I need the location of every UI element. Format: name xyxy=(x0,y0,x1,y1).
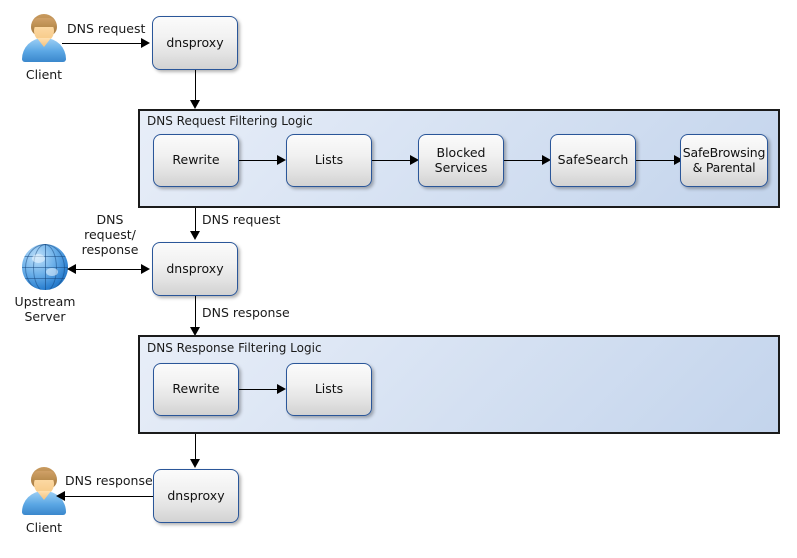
edge-dnsproxy-to-client-arrowhead xyxy=(56,491,65,501)
edge-dnsproxy-to-request-group-line xyxy=(195,70,196,102)
stage-rewrite-request-label: Rewrite xyxy=(172,152,220,168)
stage-safesearch[interactable]: SafeSearch xyxy=(550,134,636,187)
person-collar xyxy=(37,38,51,47)
edge-client-to-dnsproxy-arrowhead xyxy=(141,38,150,48)
edge-label-upstream-line1: DNS xyxy=(96,212,124,227)
edge-upstream-arrowhead-left xyxy=(67,264,76,274)
globe-parallel-north xyxy=(22,256,68,257)
node-dnsproxy-middle[interactable]: dnsproxy xyxy=(152,242,238,296)
globe-icon xyxy=(22,244,68,290)
stage-blocked-services-label-line1: Blocked xyxy=(436,145,486,161)
group-response-filtering xyxy=(138,335,780,434)
client-bottom-label: Client xyxy=(25,520,63,535)
edge-dnsproxy-to-response-group-line xyxy=(195,296,196,329)
group-request-filtering-title: DNS Request Filtering Logic xyxy=(147,114,313,128)
node-dnsproxy-bottom[interactable]: dnsproxy xyxy=(153,469,239,523)
edge-label-dns-request-response: DNS request/ response xyxy=(72,212,148,257)
stage-safebrowsing-parental[interactable]: SafeBrowsing & Parental xyxy=(680,134,768,187)
edge-client-to-dnsproxy-line xyxy=(62,43,142,44)
edge-rewrite-to-lists-request-arrowhead xyxy=(277,155,286,165)
edge-blocked-services-to-safesearch-line xyxy=(504,160,543,161)
client-top-label: Client xyxy=(25,67,63,82)
stage-safebrowsing-parental-label-line1: SafeBrowsing xyxy=(682,145,766,161)
group-response-filtering-title: DNS Response Filtering Logic xyxy=(147,341,322,355)
stage-lists-response[interactable]: Lists xyxy=(286,363,372,416)
node-dnsproxy-middle-label: dnsproxy xyxy=(166,260,224,276)
globe-landmass-1 xyxy=(32,254,45,263)
edge-label-dns-response-middle: DNS response xyxy=(201,305,291,320)
edge-dnsproxy-to-response-group-arrowhead xyxy=(190,327,200,336)
globe-equator xyxy=(22,267,68,268)
edge-label-dns-response-bottom: DNS response xyxy=(64,473,154,488)
node-dnsproxy-top[interactable]: dnsproxy xyxy=(152,16,238,70)
edge-rewrite-to-lists-request-line xyxy=(239,160,278,161)
edge-dnsproxy-to-request-group-arrowhead xyxy=(190,100,200,109)
person-fringe xyxy=(32,18,56,27)
person-icon xyxy=(20,14,68,64)
edge-label-dns-request-top: DNS request xyxy=(66,21,147,36)
edge-rewrite-to-lists-response-line xyxy=(239,389,278,390)
globe-landmass-2 xyxy=(46,268,58,276)
stage-safebrowsing-parental-label-line2: & Parental xyxy=(692,159,756,175)
edge-rewrite-to-lists-response-arrowhead xyxy=(277,384,286,394)
edge-safesearch-to-safebrowsing-line xyxy=(636,160,675,161)
stage-rewrite-request[interactable]: Rewrite xyxy=(153,134,239,187)
stage-lists-response-label: Lists xyxy=(314,381,344,397)
edge-response-group-to-dnsproxy-line xyxy=(195,434,196,462)
upstream-server-label-line1: Upstream xyxy=(14,294,76,309)
edge-lists-to-blocked-services-line xyxy=(372,160,411,161)
edge-label-upstream-line2: request/ xyxy=(84,226,136,242)
edge-label-dns-request-middle: DNS request xyxy=(201,212,282,227)
edge-blocked-services-to-safesearch-arrowhead xyxy=(542,155,551,165)
stage-lists-request[interactable]: Lists xyxy=(286,134,372,187)
upstream-server-label-line2: Server xyxy=(24,308,66,324)
stage-safesearch-label: SafeSearch xyxy=(557,152,629,168)
stage-lists-request-label: Lists xyxy=(314,152,344,168)
edge-response-group-to-dnsproxy-arrowhead xyxy=(190,459,200,468)
edge-lists-to-blocked-services-arrowhead xyxy=(410,155,419,165)
person-collar xyxy=(37,491,51,500)
edge-upstream-arrowhead-right xyxy=(141,264,150,274)
node-dnsproxy-bottom-label: dnsproxy xyxy=(167,487,225,503)
edge-request-group-to-dnsproxy-line xyxy=(195,208,196,233)
stage-rewrite-response[interactable]: Rewrite xyxy=(153,363,239,416)
edge-dnsproxy-to-client-line xyxy=(62,496,154,497)
globe-parallel-south xyxy=(22,278,68,279)
node-dnsproxy-top-label: dnsproxy xyxy=(166,34,224,50)
stage-blocked-services-label-line2: Services xyxy=(434,159,488,175)
edge-safesearch-to-safebrowsing-arrowhead xyxy=(674,155,683,165)
person-fringe xyxy=(32,471,56,480)
stage-rewrite-response-label: Rewrite xyxy=(172,381,220,397)
upstream-server-label: Upstream Server xyxy=(4,294,86,325)
edge-label-upstream-line3: response xyxy=(81,241,139,257)
edge-upstream-bidirectional-line xyxy=(75,269,144,270)
edge-request-group-to-dnsproxy-arrowhead xyxy=(190,231,200,240)
stage-blocked-services[interactable]: Blocked Services xyxy=(418,134,504,187)
